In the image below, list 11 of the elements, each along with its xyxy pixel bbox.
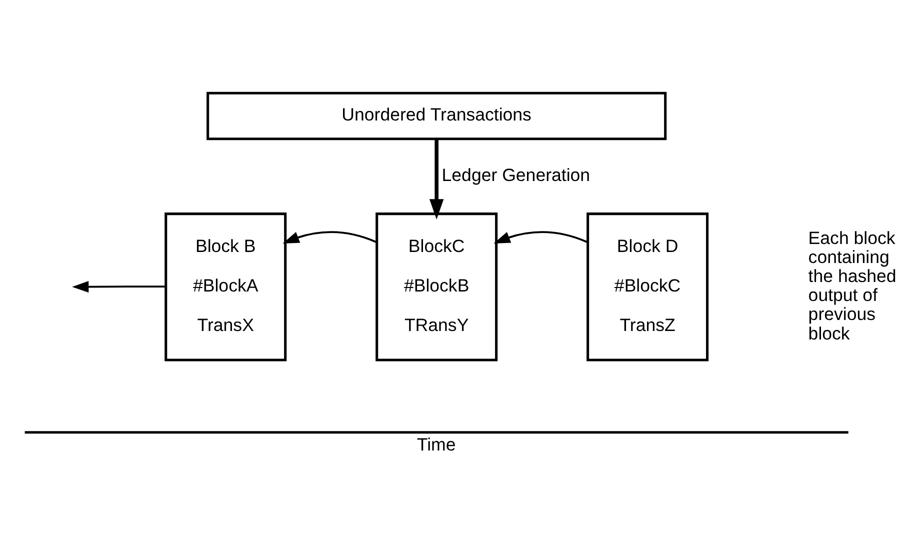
edge-label: Ledger Generation	[442, 165, 590, 186]
node-box: Block D #BlockC TransZ	[586, 212, 709, 362]
arrow	[429, 138, 444, 220]
arrow	[72, 280, 166, 293]
node-box: Unordered Transactions	[206, 92, 667, 140]
label: Each block containing the hashed output of previous block	[808, 228, 896, 344]
label: Time	[416, 434, 456, 454]
node-box: Block B #BlockA TransX	[164, 212, 287, 362]
arrow	[494, 231, 588, 244]
node-box: BlockC #BlockB TRansY	[376, 212, 498, 362]
arrow	[282, 231, 377, 244]
